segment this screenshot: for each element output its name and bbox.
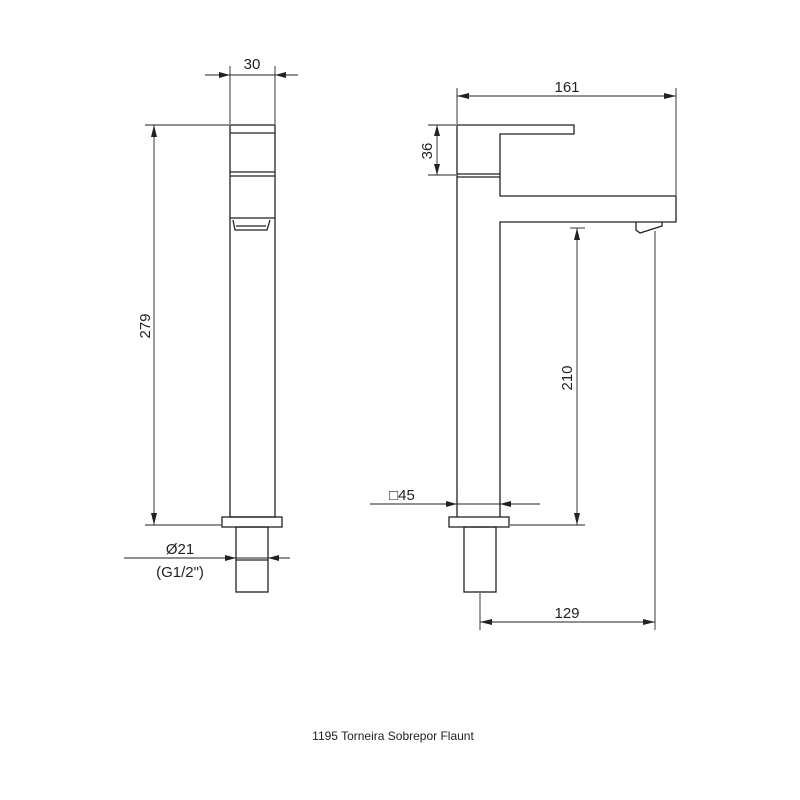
dimension-center-to-outlet: 129	[479, 231, 656, 630]
dim-center-to-outlet-label: 129	[554, 605, 579, 622]
dim-body-square-label: □45	[389, 487, 415, 504]
dimension-handle-height: 36	[419, 124, 456, 176]
dim-thread-diameter-label: Ø21	[166, 541, 194, 558]
dimension-reach: 161	[456, 79, 677, 195]
dimension-front-width: 30	[205, 56, 298, 124]
front-view: 30 279 Ø21 (G1/2")	[124, 56, 298, 593]
dimension-front-height: 279	[137, 124, 229, 526]
side-view-body	[456, 124, 677, 517]
dim-thread-spec-label: (G1/2")	[156, 564, 204, 581]
dim-spout-height-label: 210	[559, 365, 576, 390]
dimension-spout-height: 210	[510, 227, 585, 526]
front-view-body	[229, 124, 276, 518]
dimension-thread-diameter: Ø21 (G1/2")	[124, 541, 290, 581]
side-view-flange	[448, 516, 510, 528]
dim-front-width-label: 30	[244, 56, 261, 73]
front-view-flange	[221, 516, 283, 528]
side-view-aerator	[635, 222, 663, 234]
dim-reach-label: 161	[554, 79, 579, 96]
dim-handle-height-label: 36	[419, 143, 436, 160]
dim-front-height-label: 279	[137, 313, 154, 338]
dimension-body-square: □45	[370, 487, 540, 512]
drawing-caption: 1195 Torneira Sobrepor Flaunt	[312, 729, 474, 743]
side-view-shank	[463, 526, 497, 593]
side-view: 161 36 210 □45	[370, 79, 677, 630]
